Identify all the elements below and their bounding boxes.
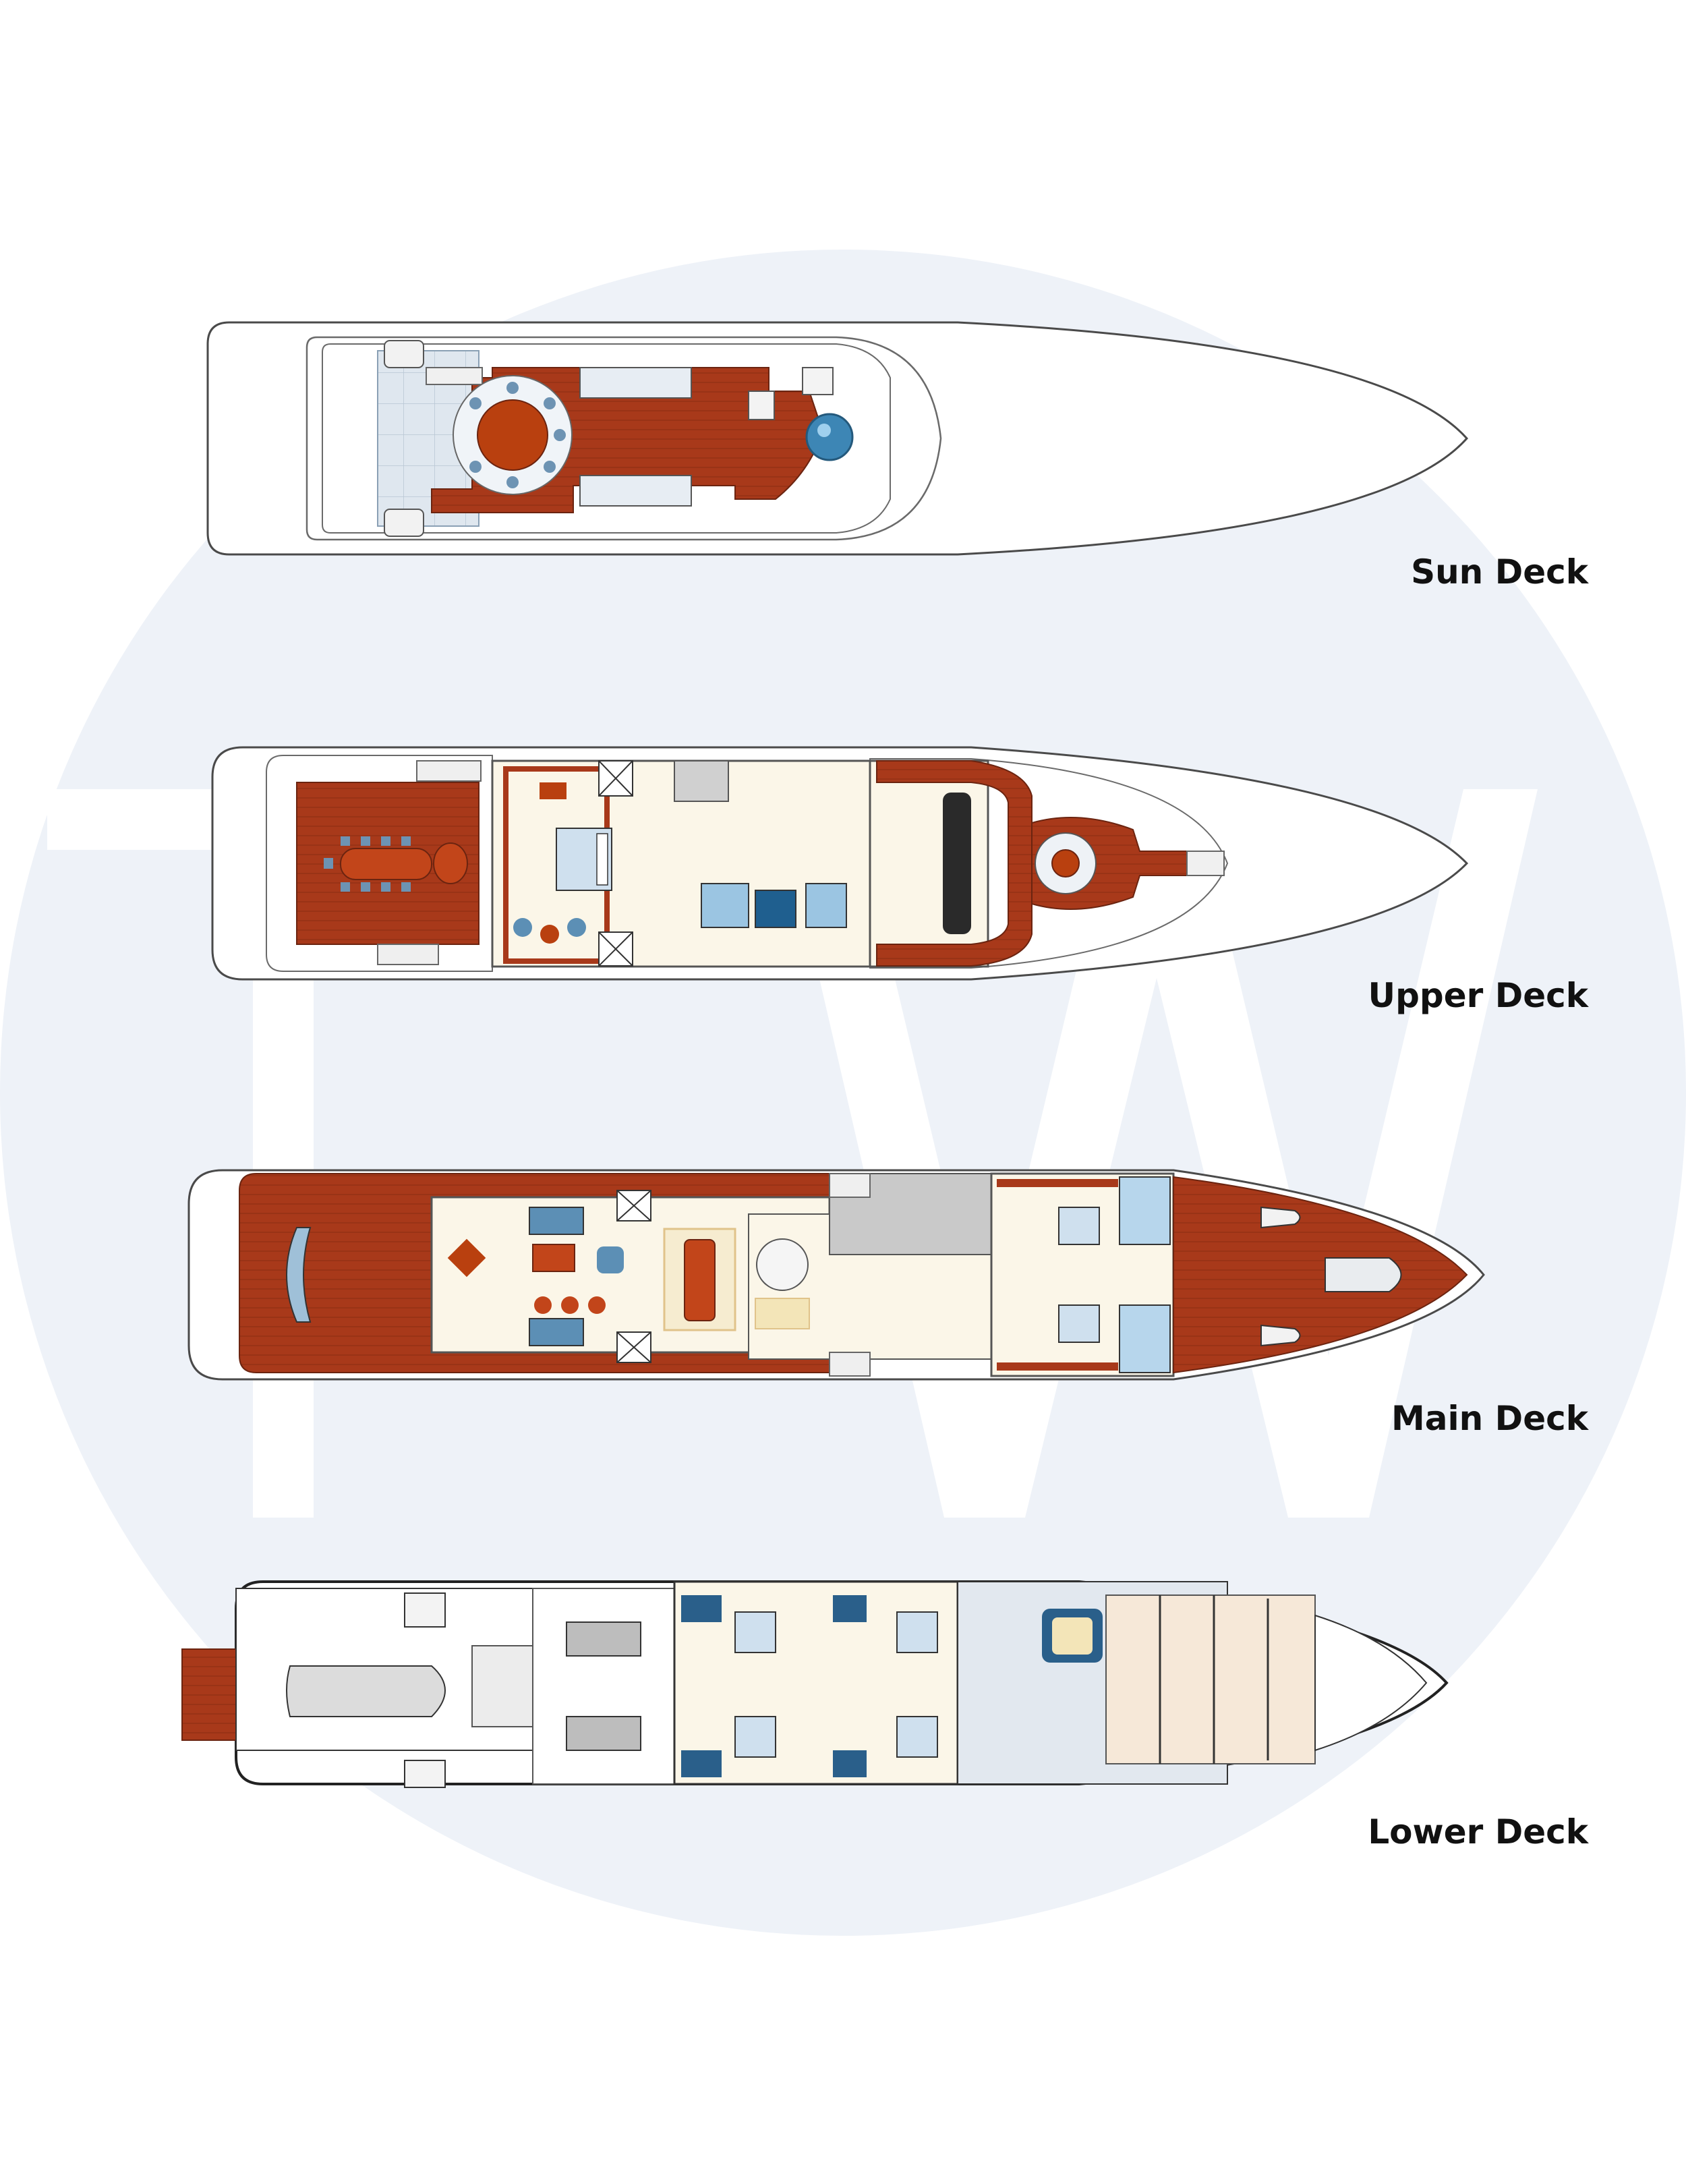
main-deck-ensuite-bottom [1119, 1304, 1171, 1373]
lower-deck-bath-3 [833, 1595, 867, 1622]
lower-deck-label: Lower Deck [1368, 1812, 1589, 1851]
main-deck-label: Main Deck [1391, 1399, 1590, 1438]
lower-deck-hatch-2 [404, 1760, 446, 1788]
upper-deck-chair-3 [567, 918, 586, 937]
lower-deck-cabin-bed-1 [734, 1611, 776, 1653]
lower-deck-plan [181, 1580, 1449, 1788]
main-deck-vip-bed-top [1058, 1207, 1100, 1245]
upper-deck-oval-table [433, 842, 468, 884]
sun-deck-label: Sun Deck [1411, 552, 1590, 592]
main-deck-stool-1 [534, 1296, 552, 1314]
upper-deck-round-table [1051, 849, 1080, 878]
sun-deck-bulwark [306, 336, 942, 541]
lower-deck-hatch-1 [404, 1592, 446, 1628]
lower-deck-cabin-bed-4 [896, 1716, 938, 1758]
main-deck-cabin-trim-bottom [997, 1362, 1118, 1371]
sun-deck-pool-highlight [817, 424, 831, 437]
main-deck-rug [755, 1298, 810, 1329]
main-deck-vip-bed-bottom [1058, 1304, 1100, 1343]
lower-deck-crew-cabins [1105, 1594, 1316, 1764]
upper-deck-forward-teak [876, 760, 1033, 967]
sun-deck-lounger-1 [748, 391, 775, 420]
watermark-disc [0, 250, 1686, 1936]
lower-deck-bow [1314, 1614, 1428, 1752]
lower-deck-tender [286, 1665, 446, 1717]
main-deck-coffee-table [532, 1244, 575, 1272]
main-deck-foredeck-teak [1173, 1176, 1468, 1374]
upper-deck-service-grey [674, 760, 729, 802]
upper-deck-chair-2 [540, 925, 559, 944]
main-deck-spiral-stair [756, 1238, 809, 1291]
main-deck-aft-sofa [286, 1227, 312, 1323]
main-deck-armchair [597, 1246, 624, 1273]
upper-deck-bath-1 [701, 883, 749, 928]
main-deck-salon-sofa-bottom [529, 1318, 584, 1346]
sun-deck-lounger-2 [802, 367, 834, 395]
sun-deck-dining-table [453, 375, 573, 495]
upper-deck-bow-stair [1186, 851, 1225, 876]
sun-deck-stair-port [426, 367, 483, 385]
upper-deck-dining-table [324, 836, 432, 892]
main-deck-stool-3 [588, 1296, 606, 1314]
upper-deck-bath-2 [755, 890, 796, 928]
sun-deck-spa-pool [805, 413, 854, 461]
lower-deck-cabin-bed-2 [734, 1716, 776, 1758]
sun-deck-sofa-port [579, 475, 692, 507]
upper-deck-desk [540, 782, 566, 799]
lower-deck-swim-platform [181, 1648, 237, 1741]
main-deck-stool-2 [561, 1296, 579, 1314]
main-deck-dining-table [684, 1239, 716, 1321]
lower-deck-garage-hatch [471, 1645, 533, 1727]
upper-deck-stair-top [416, 760, 482, 782]
main-deck-jetski-2 [1260, 1324, 1301, 1347]
upper-deck-plan [211, 746, 1469, 981]
main-deck-plan [187, 1169, 1485, 1381]
upper-deck-bed-pillow [596, 833, 608, 886]
main-deck-tender [1325, 1257, 1402, 1292]
main-deck-jetski-1 [1260, 1206, 1301, 1229]
upper-deck-label: Upper Deck [1368, 976, 1590, 1015]
upper-deck-bath-3 [805, 883, 847, 928]
main-deck-cabin-trim-top [997, 1179, 1118, 1187]
sun-deck-seat-aft-bottom [384, 509, 424, 537]
main-deck-game-table [447, 1238, 486, 1277]
main-deck-stair-aft [829, 1352, 871, 1377]
lower-deck-bath-4 [833, 1750, 867, 1777]
sun-deck-sofa-starboard [579, 367, 692, 399]
upper-deck-dark-console [943, 793, 971, 934]
lower-deck-engine-room [532, 1588, 675, 1785]
lower-deck-engine-2 [566, 1716, 641, 1751]
lower-deck-cabin-bed-3 [896, 1611, 938, 1653]
upper-deck-stair-bottom [377, 944, 439, 965]
lower-deck-engine-1 [566, 1621, 641, 1657]
lower-deck-bath-2 [681, 1750, 722, 1777]
upper-deck-chair-1 [513, 918, 532, 937]
main-deck-stair-gallery [829, 1173, 871, 1198]
main-deck-salon-sofa-top [529, 1207, 584, 1235]
lower-deck-bath-1 [681, 1595, 722, 1622]
sun-deck-seat-aft-top [384, 340, 424, 368]
sun-deck-plan [206, 321, 1469, 556]
lower-deck-crew-mess-top [1052, 1617, 1093, 1655]
main-deck-ensuite-top [1119, 1176, 1171, 1245]
